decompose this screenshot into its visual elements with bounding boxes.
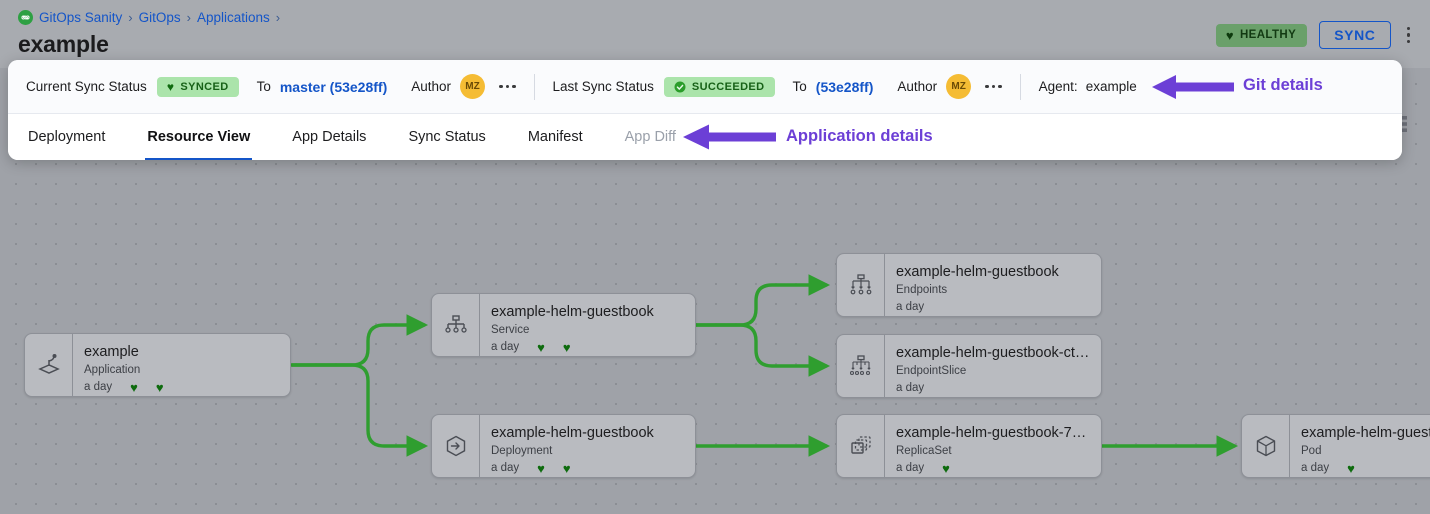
current-revision-link[interactable]: master (53e28ff) [279, 78, 388, 95]
current-sync-status-chip-label: SYNCED [180, 80, 229, 93]
health-heart-icon: ♥ [1347, 460, 1355, 476]
graph-node-deployment[interactable]: example-helm-guestbook Deployment a day … [431, 414, 696, 478]
tab-resource-view-label: Resource View [147, 129, 251, 145]
replicaset-icon [837, 415, 885, 477]
current-sync-status-chip: ♥ SYNCED [156, 76, 239, 97]
last-author-label: Author [897, 79, 938, 94]
page-title: example [18, 31, 109, 57]
last-to-label: To [792, 79, 807, 94]
node-age: a day [491, 462, 520, 475]
sync-heart-icon: ♥ [155, 379, 164, 395]
current-sync-status-label: Current Sync Status [26, 79, 147, 94]
application-details-annotation: Application details [786, 127, 933, 145]
tab-sync-status[interactable]: Sync Status [406, 114, 487, 160]
node-title: example-helm-guestbook-74… [896, 425, 1091, 441]
node-kind: Service [491, 324, 530, 337]
health-status-label: HEALTHY [1239, 29, 1297, 41]
agent-label: Agent: [1038, 79, 1078, 94]
tab-sync-status-label: Sync Status [408, 129, 486, 145]
graph-node-endpointslice[interactable]: example-helm-guestbook-ct… EndpointSlice… [836, 334, 1102, 398]
node-kind: ReplicaSet [896, 445, 952, 458]
heart-icon: ♥ [166, 79, 175, 94]
current-to-label: To [256, 79, 271, 94]
graph-node-endpoints[interactable]: example-helm-guestbook Endpoints a day [836, 253, 1102, 317]
graph-node-replicaset[interactable]: example-helm-guestbook-74… ReplicaSet a … [836, 414, 1102, 478]
sync-heart-icon: ♥ [562, 460, 571, 476]
node-kind: Deployment [491, 445, 553, 458]
tab-resource-view[interactable]: Resource View [145, 114, 253, 160]
endpointslice-icon [837, 335, 885, 397]
last-revision-link[interactable]: (53e28ff) [815, 78, 874, 95]
node-kind: Application [84, 364, 141, 377]
current-author-label: Author [411, 79, 452, 94]
breadcrumb: GitOps Sanity › GitOps › Applications › [18, 10, 280, 25]
tab-app-diff-label: App Diff [624, 129, 676, 145]
agent-value: example [1085, 79, 1137, 94]
node-age: a day [1301, 462, 1330, 475]
avatar: MZ [460, 74, 486, 99]
node-age: a day [84, 381, 113, 394]
last-more-options-icon[interactable] [985, 84, 1002, 89]
node-title: example-helm-guestbook [491, 425, 654, 441]
node-title: example-helm-guest [1301, 425, 1430, 441]
header-actions: ♥ HEALTHY SYNC [1215, 21, 1415, 49]
node-kind: Pod [1301, 445, 1322, 458]
breadcrumb-separator: › [275, 10, 281, 25]
breadcrumb-separator: › [186, 10, 191, 25]
endpoints-icon [837, 254, 885, 316]
node-age: a day [896, 300, 925, 313]
health-heart-icon: ♥ [942, 460, 950, 476]
page-header: GitOps Sanity › GitOps › Applications › … [0, 0, 1430, 68]
node-age: a day [491, 341, 520, 354]
application-details-arrow-icon [683, 124, 776, 150]
sync-status-bar: Current Sync Status ♥ SYNCED To master (… [8, 60, 1402, 113]
service-icon [432, 294, 480, 356]
node-age: a day [896, 381, 925, 394]
tab-app-diff: App Diff [623, 114, 678, 160]
gitops-logo-icon [18, 10, 33, 25]
pod-icon [1242, 415, 1290, 477]
node-title: example [84, 344, 139, 360]
heart-icon: ♥ [1225, 27, 1234, 43]
last-sync-status-chip: SUCCEEDED [663, 76, 775, 97]
divider [1019, 73, 1021, 100]
health-heart-icon: ♥ [130, 379, 138, 395]
graph-node-pod[interactable]: example-helm-guest Pod a day ♥ [1241, 414, 1430, 478]
graph-node-application[interactable]: example Application a day ♥ ♥ [24, 333, 291, 397]
tab-deployment-label: Deployment [28, 129, 106, 145]
tab-manifest[interactable]: Manifest [526, 114, 585, 160]
tab-deployment[interactable]: Deployment [26, 114, 107, 160]
node-kind: EndpointSlice [896, 365, 967, 378]
node-title: example-helm-guestbook [491, 304, 654, 320]
current-more-options-icon[interactable] [499, 84, 516, 89]
git-details-annotation: Git details [1243, 76, 1323, 94]
sync-button[interactable]: SYNC [1319, 21, 1391, 49]
avatar: MZ [946, 74, 972, 99]
breadcrumb-item-gitops-sanity[interactable]: GitOps Sanity [39, 10, 123, 25]
node-title: example-helm-guestbook [896, 264, 1059, 280]
breadcrumb-item-gitops[interactable]: GitOps [138, 10, 181, 25]
last-sync-status-chip-label: SUCCEEDED [691, 80, 765, 93]
last-sync-status-label: Last Sync Status [552, 79, 654, 94]
node-title: example-helm-guestbook-ct… [896, 345, 1090, 361]
git-details-arrow-icon [1152, 75, 1234, 99]
health-heart-icon: ♥ [537, 339, 545, 355]
breadcrumb-item-applications[interactable]: Applications [196, 10, 270, 25]
check-circle-icon [674, 81, 686, 93]
tab-app-details-label: App Details [292, 129, 367, 145]
divider [533, 73, 535, 100]
tab-manifest-label: Manifest [527, 129, 583, 145]
breadcrumb-separator: › [128, 10, 133, 25]
deployment-icon [432, 415, 480, 477]
health-status-badge: ♥ HEALTHY [1215, 23, 1308, 47]
tab-app-details[interactable]: App Details [290, 114, 368, 160]
node-kind: Endpoints [896, 284, 948, 297]
more-options-icon[interactable] [1403, 24, 1415, 47]
graph-node-service[interactable]: example-helm-guestbook Service a day ♥ ♥ [431, 293, 696, 357]
node-age: a day [896, 462, 925, 475]
health-heart-icon: ♥ [537, 460, 545, 476]
sync-heart-icon: ♥ [562, 339, 571, 355]
application-icon [25, 334, 73, 396]
